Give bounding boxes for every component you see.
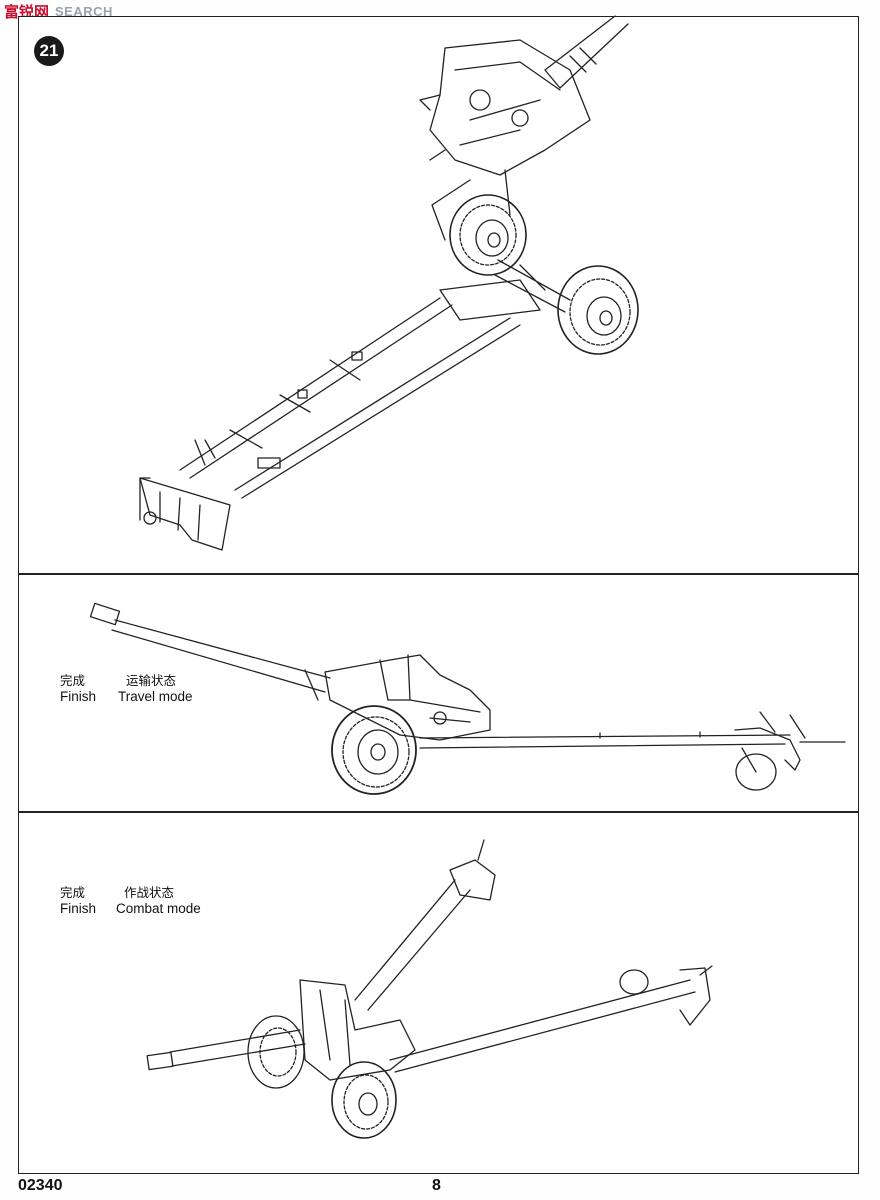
travel-caption-finish: 完成 Finish: [60, 673, 96, 705]
travel-caption-mode: 运输状态 Travel mode: [118, 673, 193, 705]
combat-caption-mode: 作战状态 Combat mode: [116, 885, 201, 917]
travel-caption-finish-zh: 完成: [60, 673, 86, 688]
assembly-gun-illustration: [139, 15, 639, 551]
combat-caption-finish-zh: 完成: [60, 885, 86, 900]
travel-caption-finish-en: Finish: [60, 689, 97, 704]
travel-caption-mode-zh: 运输状态: [126, 673, 177, 688]
combat-caption-finish: 完成 Finish: [60, 885, 96, 917]
kit-number: 02340: [18, 1177, 63, 1194]
combat-mode-gun-illustration: [146, 839, 713, 1139]
travel-mode-panel: [18, 574, 859, 812]
step-number-badge: 21: [34, 36, 64, 66]
travel-mode-gun-illustration: [89, 602, 846, 795]
combat-caption-mode-zh: 作战状态: [124, 885, 175, 900]
assembly-step-panel: [18, 16, 859, 574]
watermark-site-name: SEARCH: [55, 4, 113, 19]
combat-caption-mode-en: Combat mode: [116, 901, 201, 916]
travel-caption-mode-en: Travel mode: [118, 689, 193, 704]
combat-mode-panel: [18, 812, 859, 1174]
combat-caption-finish-en: Finish: [60, 901, 97, 916]
page-number: 8: [432, 1177, 441, 1194]
